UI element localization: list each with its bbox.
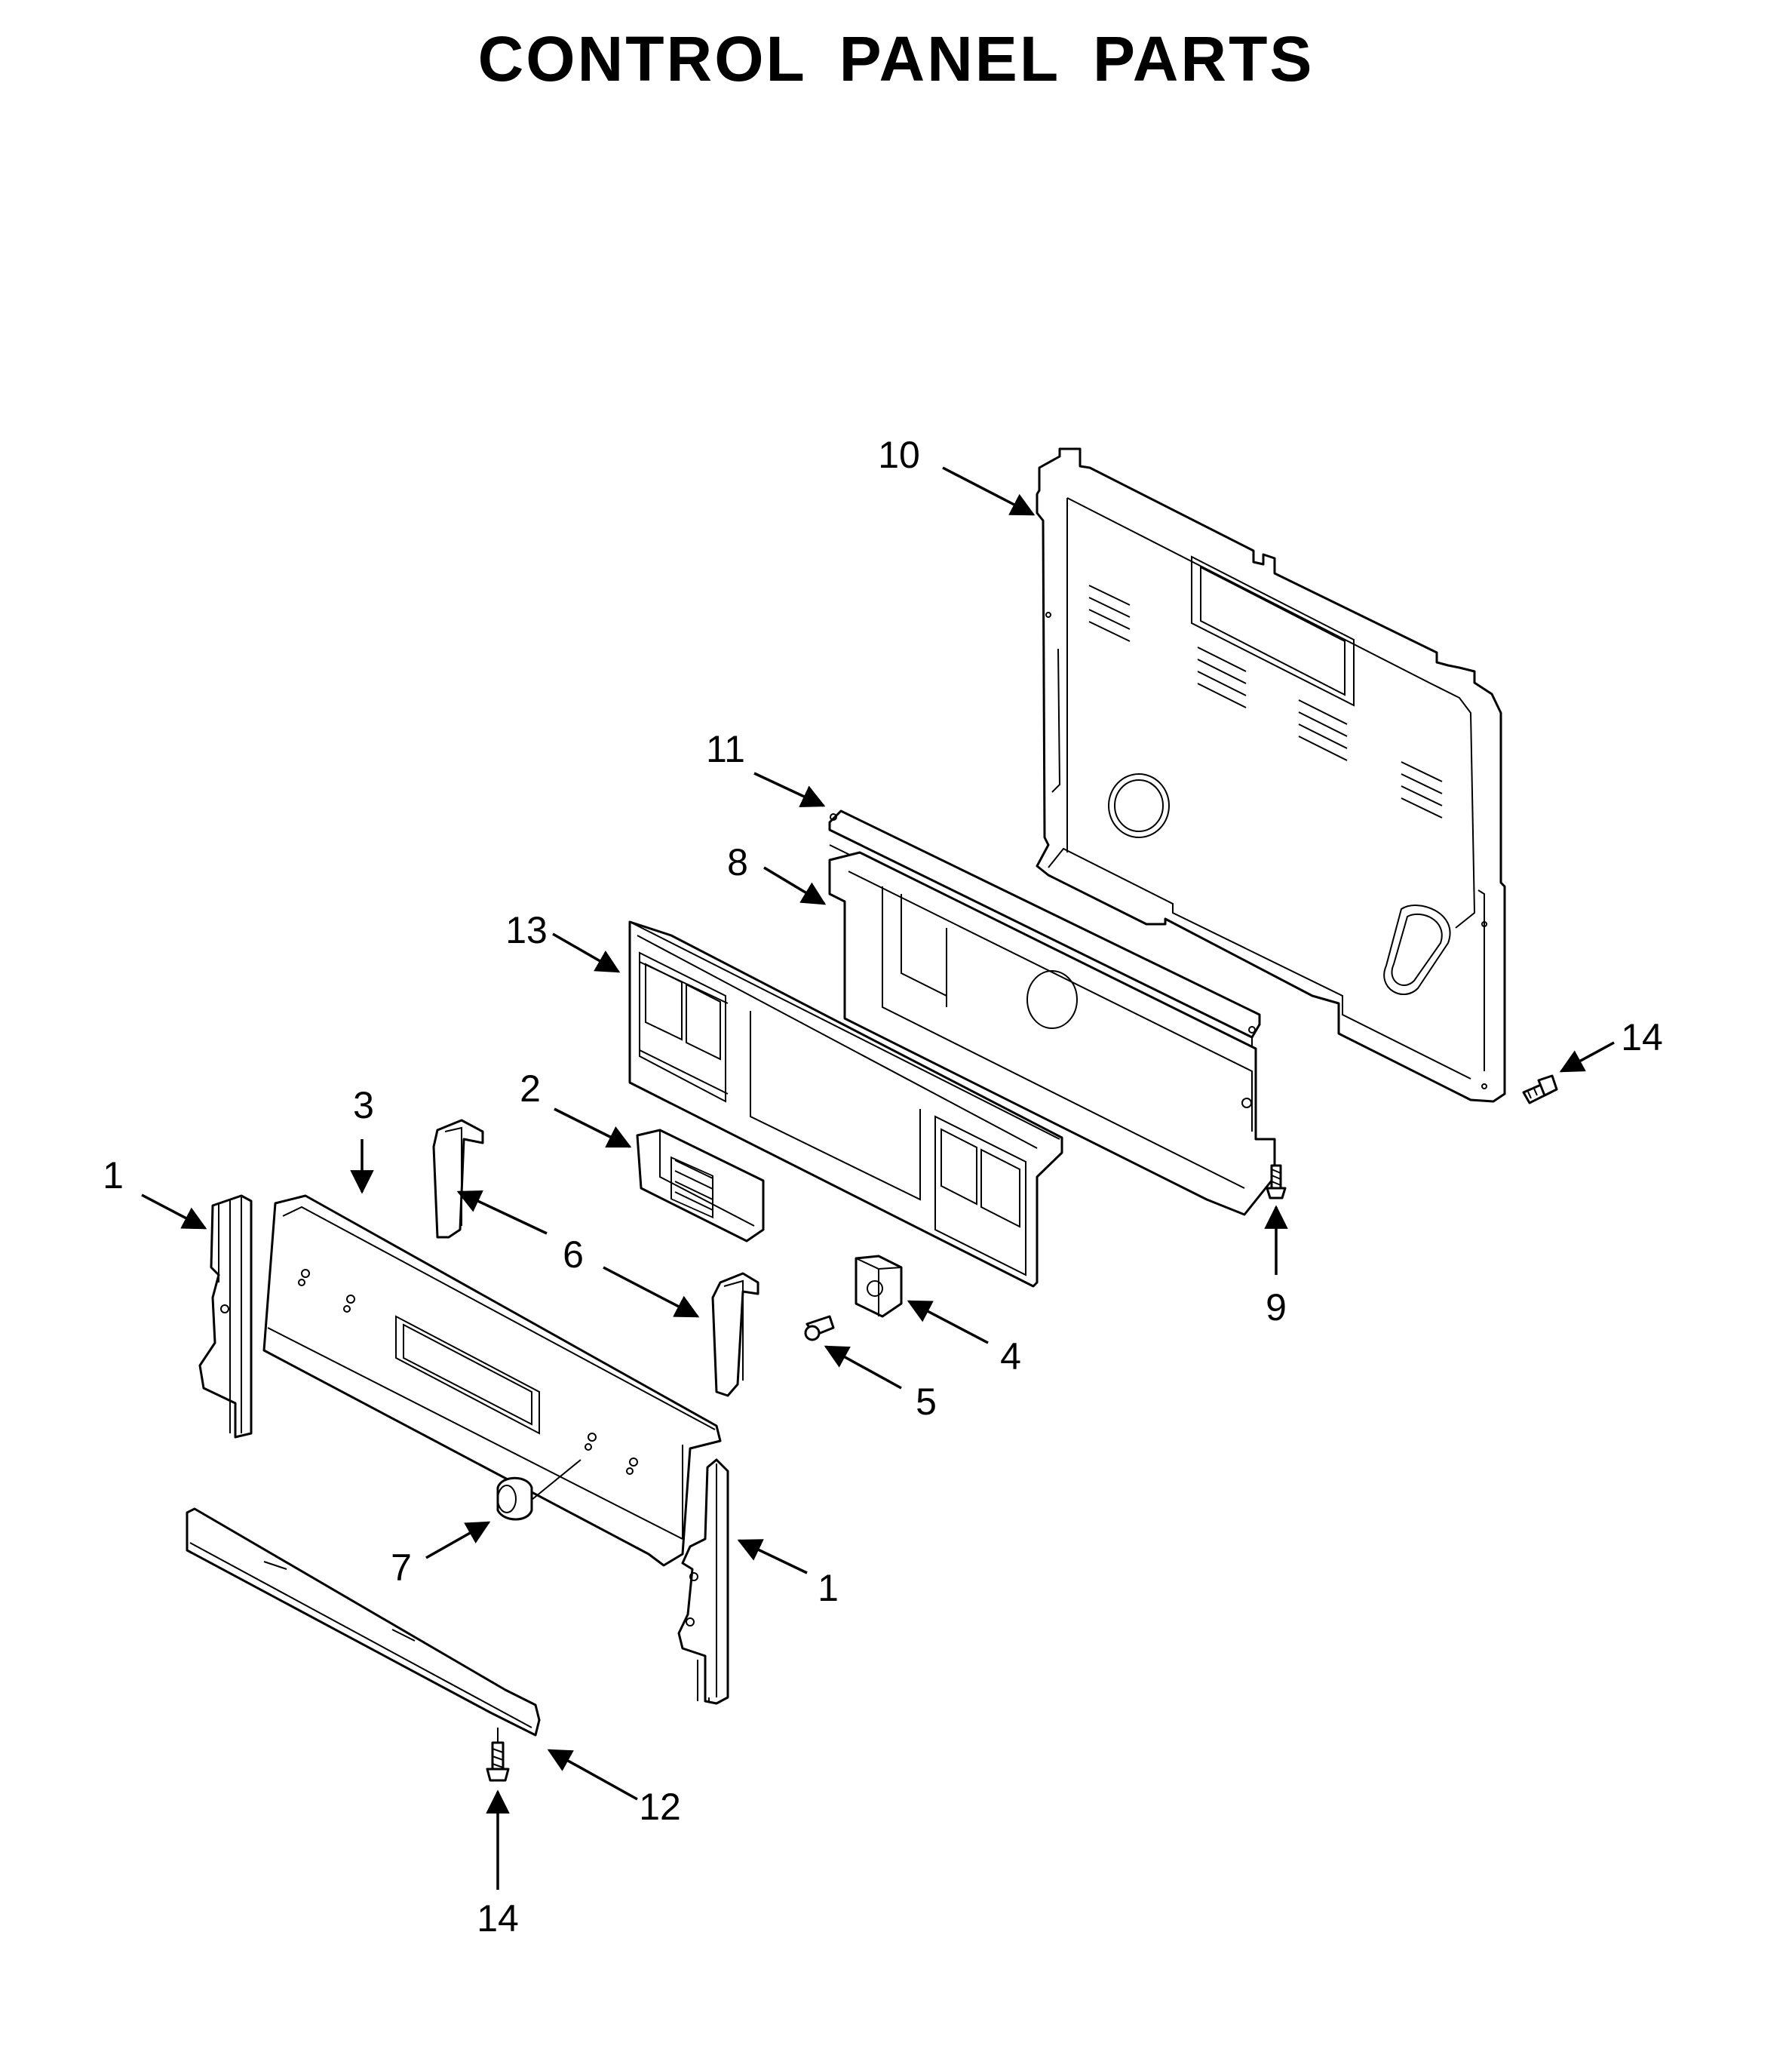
part-7-knob [496, 1459, 581, 1521]
callout-1-right: 1 [818, 1567, 839, 1609]
callout-7: 7 [391, 1547, 412, 1589]
leader-arrow-1-left [141, 1193, 207, 1230]
part-6-trim-right [711, 1272, 759, 1397]
callout-labels: 10 11 8 13 14 3 2 1 6 9 4 5 7 1 12 14 [103, 434, 1663, 1940]
part-1-endcap-right [677, 1458, 729, 1705]
leader-arrow-6-lower [603, 1266, 700, 1318]
callout-3: 3 [353, 1084, 374, 1126]
leader-arrow-11 [753, 772, 826, 808]
part-2-control-board [636, 1129, 765, 1242]
leader-arrow-5 [824, 1345, 902, 1390]
callout-4: 4 [1000, 1335, 1021, 1378]
part-4-switch [855, 1255, 903, 1318]
leader-arrow-7 [425, 1521, 491, 1559]
part-10-back-panel [1036, 447, 1506, 1103]
part-14-screw-lower [486, 1728, 510, 1782]
leader-arrow-8 [763, 866, 827, 905]
page-title: CONTROL PANEL PARTS [477, 23, 1315, 94]
callout-13: 13 [505, 909, 548, 951]
part-3-control-panel [262, 1194, 722, 1567]
part-14-screw-upper [1522, 1074, 1558, 1104]
part-6-trim-left [432, 1119, 484, 1239]
part-12-lower-bracket [186, 1507, 541, 1737]
leader-arrow-10 [942, 466, 1036, 516]
callout-12: 12 [639, 1786, 681, 1828]
callout-11: 11 [706, 728, 745, 770]
callout-6: 6 [563, 1233, 584, 1276]
part-9-screw [1266, 1164, 1287, 1199]
leader-arrow-2 [554, 1107, 632, 1148]
part-13-housing [628, 920, 1063, 1288]
leader-arrow-4 [907, 1300, 989, 1344]
part-8-console-support [828, 851, 1276, 1216]
callout-8: 8 [727, 841, 748, 883]
callout-1-left: 1 [103, 1154, 124, 1196]
part-5-screw [804, 1315, 835, 1341]
callout-5: 5 [916, 1381, 937, 1423]
leader-arrow-1-right [737, 1539, 808, 1574]
callout-10: 10 [878, 434, 920, 476]
callout-9: 9 [1266, 1286, 1287, 1328]
callout-14-lower: 14 [477, 1897, 519, 1940]
callout-14-upper: 14 [1621, 1016, 1663, 1058]
leader-arrow-6-upper [456, 1190, 548, 1235]
leader-arrow-12 [547, 1749, 638, 1801]
callout-2: 2 [520, 1067, 541, 1110]
part-1-endcap-left [198, 1194, 253, 1439]
leader-arrow-14-upper [1559, 1041, 1615, 1073]
leader-arrow-13 [552, 932, 621, 973]
leader-arrows [141, 466, 1615, 1890]
